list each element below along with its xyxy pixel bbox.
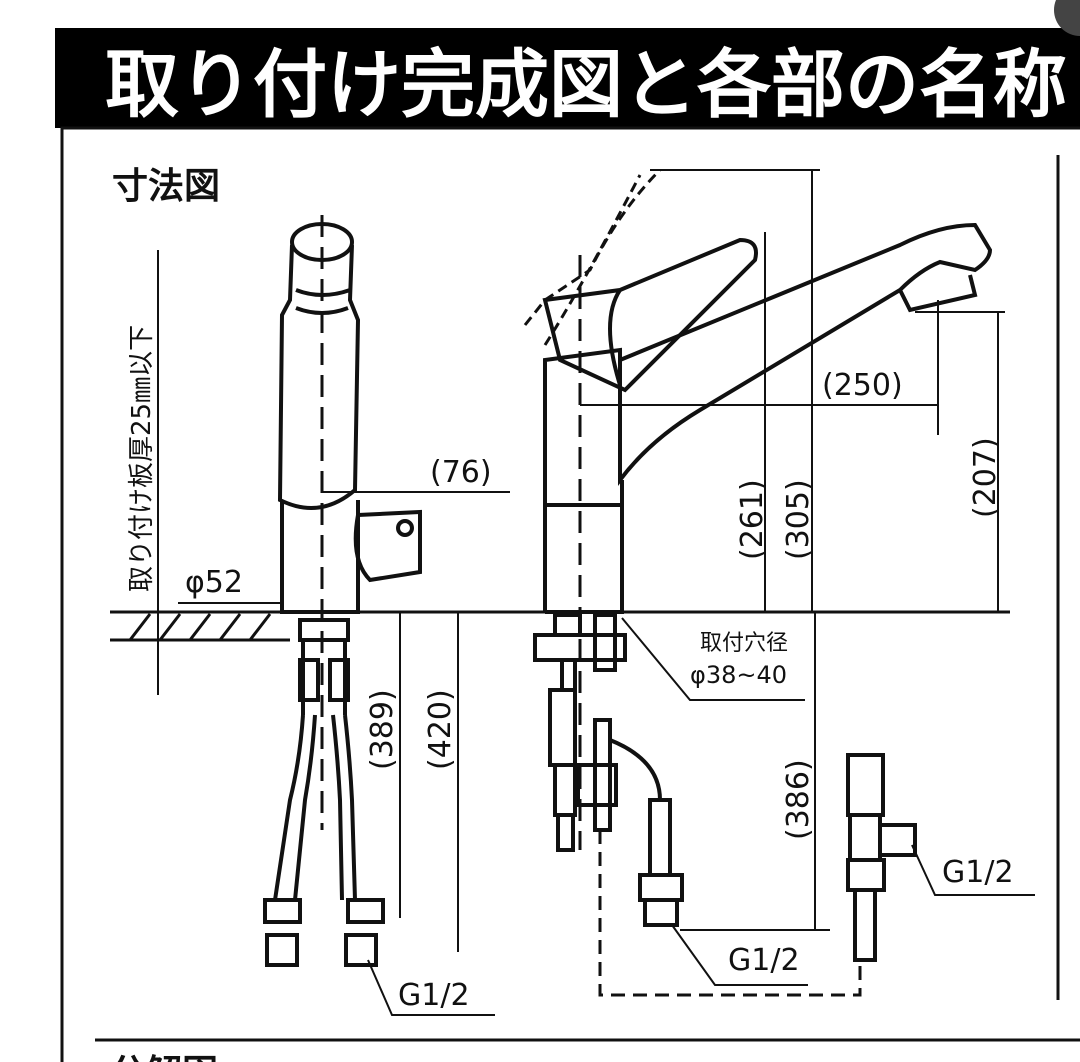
height-261-label: (261): [735, 479, 770, 560]
thread-leader-valve: [911, 844, 1035, 896]
height-207-label: (207): [968, 437, 1003, 518]
plate-thickness-note: 取り付け板厚25㎜以下: [127, 325, 157, 592]
hole-label: 取付穴径: [700, 631, 788, 656]
len-389-label: (389): [365, 689, 400, 770]
thread-label-hose: G1/2: [728, 943, 800, 978]
corner-badge: [1054, 0, 1080, 36]
right-faucet-body: [523, 168, 993, 962]
reach-250-label: (250): [822, 368, 903, 403]
len-420-label: (420): [423, 689, 458, 770]
thread-leader-left: [367, 959, 495, 1016]
hole-diameter: φ38~40: [690, 661, 787, 689]
thread-label-valve: G1/2: [942, 855, 1014, 890]
thread-label-left: G1/2: [398, 978, 470, 1013]
section-title: 寸法図: [112, 166, 220, 207]
diameter-label: φ52: [185, 565, 243, 600]
hose-dashed-loop: [598, 830, 862, 997]
counter-hatch: [110, 613, 290, 642]
partial-footer-heading: 分解図: [110, 1053, 218, 1062]
left-faucet-body: [263, 215, 422, 967]
len-386-label: (386): [781, 759, 816, 840]
header-title: 取り付け完成図と各部の名称: [105, 42, 1067, 128]
hole-leader: [621, 617, 805, 701]
handle-reach-label: (76): [430, 455, 492, 490]
thread-leader-hose: [671, 924, 808, 986]
header-bar: [55, 28, 1080, 128]
content-frame: [60, 126, 1080, 1062]
height-305-label: (305): [781, 479, 816, 560]
